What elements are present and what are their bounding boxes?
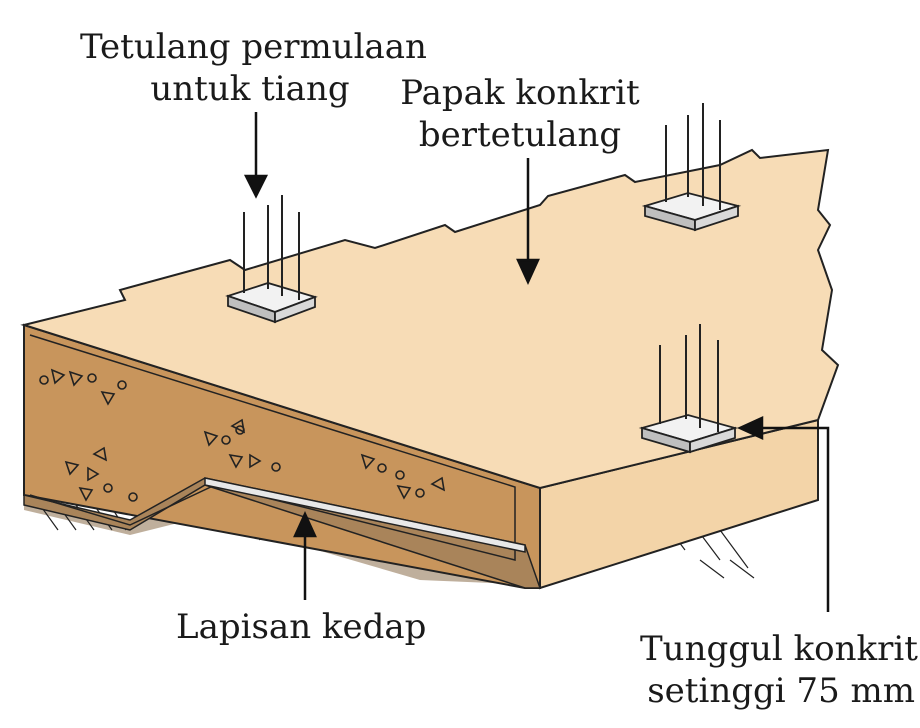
label-stub-line2: setinggi 75 mm xyxy=(647,671,915,711)
label-starter-bars: Tetulang permulaan untuk tiang xyxy=(80,26,427,110)
label-damp-proof: Lapisan kedap xyxy=(176,606,426,648)
concrete-stub-lower-right xyxy=(638,324,739,454)
slab-top-surface xyxy=(20,148,840,490)
label-slab-line2: bertetulang xyxy=(418,115,622,155)
label-stub-line1: Tunggul konkrit xyxy=(640,629,918,669)
leader-arrows xyxy=(243,112,830,612)
slab-inner-edge xyxy=(29,334,516,561)
concrete-stub-top-right xyxy=(641,103,742,232)
label-damp-proof-line1: Lapisan kedap xyxy=(176,607,427,647)
label-starter-bars-line2: untuk tiang xyxy=(150,69,350,109)
damp-proof-layer xyxy=(204,477,526,553)
concrete-stub-left xyxy=(225,195,318,324)
label-slab-line1: Papak konkrit xyxy=(400,73,640,113)
label-slab: Papak konkrit bertetulang xyxy=(400,72,640,156)
label-stub: Tunggul konkrit setinggi 75 mm xyxy=(640,628,918,712)
label-starter-bars-line1: Tetulang permulaan xyxy=(80,27,427,67)
concrete-aggregate xyxy=(39,368,446,502)
